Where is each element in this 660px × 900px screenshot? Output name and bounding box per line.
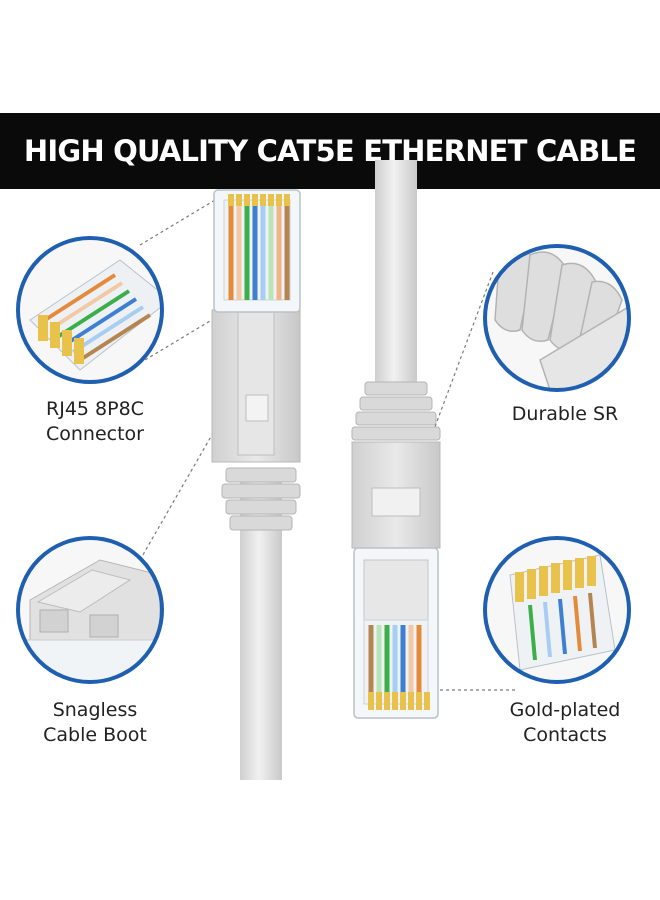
left-cable xyxy=(211,189,301,780)
title-banner: HIGH QUALITY CAT5E ETHERNET CABLE xyxy=(0,113,660,189)
snagless-label-line2: Cable Boot xyxy=(43,724,147,746)
durable-sr-label: Durable SR xyxy=(490,402,640,427)
banner-title: HIGH QUALITY CAT5E ETHERNET CABLE xyxy=(23,134,637,168)
rj45-label-line2: Connector xyxy=(46,423,144,445)
rj45-label-line1: RJ45 8P8C xyxy=(46,398,144,420)
snagless-label-line1: Snagless xyxy=(52,699,138,721)
connector-closeup-circle xyxy=(16,236,164,384)
strain-relief-closeup-circle xyxy=(483,244,631,392)
rj45-connector-label: RJ45 8P8C Connector xyxy=(20,397,170,447)
gold-label-line2: Contacts xyxy=(523,724,607,746)
snagless-boot-closeup-circle xyxy=(16,536,164,684)
gold-contacts-label: Gold-plated Contacts xyxy=(485,698,645,748)
durable-label-line1: Durable SR xyxy=(511,403,619,425)
right-cable xyxy=(351,160,441,719)
gold-label-line1: Gold-plated xyxy=(509,699,621,721)
callout-lines xyxy=(139,199,515,691)
snagless-boot-label: Snagless Cable Boot xyxy=(20,698,170,748)
gold-contacts-closeup-circle xyxy=(483,536,631,684)
